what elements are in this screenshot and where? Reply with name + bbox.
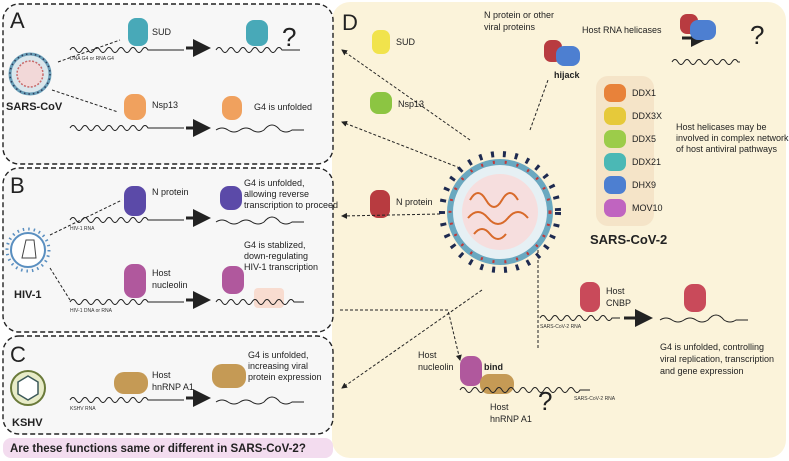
hijack-helicase-icon [556,46,580,66]
helicase-note-1: Host helicases may be [676,122,767,132]
b-row2-result-1: G4 is stablized, [244,240,306,250]
sars-cov-2-label: SARS-CoV-2 [590,232,667,247]
a-question-mark: ? [282,22,296,52]
d-hijack-label: hijack [554,70,581,80]
c-rna: KSHV RNA [70,406,96,412]
panel-a-letter: A [10,8,25,33]
helicase-ddx5-icon [604,130,626,148]
c-result-3: protein expression [248,372,322,382]
d-nucleolin-1: Host [418,350,437,360]
helicase-ddx3x-label: DDX3X [632,111,662,121]
panel-d-background [332,2,786,458]
b-row2-result-2: down-regulating [244,251,308,261]
helicase-ddx21-icon [604,153,626,171]
hiv-label: HIV-1 [14,289,42,301]
hnrnp-kshv-bound-icon [212,364,246,388]
cnbp-result-icon [684,284,706,312]
helicase-note-2: involved in complex network [676,133,789,143]
nsp13-protein-icon [124,94,146,120]
sars-cov-label: SARS-CoV [6,101,63,113]
nucleolin-hiv-bound-icon [222,266,244,294]
sars-cov-virus-icon [8,52,52,96]
b-row1-result-3: transcription to proceed [244,200,338,210]
d-cnbp-result-2: viral replication, transcription [660,354,774,364]
c-protein-2: hnRNP A1 [152,382,194,392]
nsp13-label-a: Nsp13 [152,100,178,110]
d-hijack-source-2: viral proteins [484,22,536,32]
d-nsp13-label: Nsp13 [398,99,424,109]
sud-bound-icon [246,20,268,46]
b-row1-rna: HIV-1 RNA [70,226,95,232]
d-nucleolin-2: nucleolin [418,362,454,372]
nucleolin-hiv-icon [124,264,146,298]
panel-d: D SUD Nsp13 N protein SARS-CoV-2 N prote… [340,10,789,424]
c-result-1: G4 is unfolded, [248,350,309,360]
kshv-label: KSHV [12,417,43,429]
helicase-mov10-icon [604,199,626,217]
g4-stabilized-highlight [254,288,284,308]
a-result: G4 is unfolded [254,102,312,112]
cnbp-icon [580,282,600,312]
d-cnbp-rna: SARS-CoV-2 RNA [540,324,582,330]
panel-b-letter: B [10,173,25,198]
helicase-dhx9-label: DHX9 [632,180,656,190]
helicase-ddx1-icon [604,84,626,102]
hiv-virus-icon [5,227,51,273]
d-cnbp-1: Host [606,286,625,296]
a-rna-label: DNA G4 or RNA G4 [70,56,114,62]
footer-question: Are these functions same or different in… [10,443,306,455]
helicase-dhx9-icon [604,176,626,194]
c-protein-1: Host [152,370,171,380]
b-row2-protein-2: nucleolin [152,280,188,290]
helicase-ddx5-label: DDX5 [632,134,656,144]
b-row2-rna: HIV-1 DNA or RNA [70,308,113,314]
panel-d-letter: D [342,10,358,35]
n-protein-hiv-bound-icon [220,186,242,210]
d-cnbp-2: CNBP [606,298,631,308]
n-protein-cov2-icon [370,190,390,218]
d-nprotein-label: N protein [396,197,433,207]
d-hnrnp-1: Host [490,402,509,412]
nsp13-cov2-icon [370,92,392,114]
b-row1-result-1: G4 is unfolded, [244,178,305,188]
d-bind-rna: SARS-CoV-2 RNA [574,396,616,402]
sud-label: SUD [152,27,172,37]
footer-question-box [3,438,333,458]
sud-protein-icon [128,18,148,46]
panel-c-letter: C [10,342,26,367]
b-row1-protein: N protein [152,187,189,197]
d-sud-label: SUD [396,37,416,47]
n-protein-hiv-icon [124,186,146,216]
d-cnbp-result-1: G4 is unfolded, controlling [660,342,764,352]
d-cnbp-result-3: and gene expression [660,366,744,376]
helicase-mov10-label: MOV10 [632,203,663,213]
panel-a: A SARS-CoV SUD DNA G4 or RNA G4 ? Nsp13 … [2,3,334,165]
panel-c: C KSHV Host hnRNP A1 KSHV RNA G4 is unfo… [2,335,334,435]
helicase-ddx21-label: DDX21 [632,157,661,167]
helicase-ddx1-label: DDX1 [632,88,656,98]
d-hijack-source-1: N protein or other [484,10,554,20]
d-hnrnp-2: hnRNP A1 [490,414,532,424]
helicase-note-3: of host antiviral pathways [676,144,778,154]
c-result-2: increasing viral [248,361,308,371]
panel-b: B HIV-1 N protein HIV-1 RNA G4 is unfold… [2,167,338,333]
d-host-helicases-label: Host RNA helicases [582,25,662,35]
helicase-ddx3x-icon [604,107,626,125]
b-row2-result-3: HIV-1 transcription [244,262,318,272]
sud-cov2-icon [372,30,390,54]
b-row1-result-2: allowing reverse [244,189,309,199]
nucleolin-cov2-icon [460,356,482,386]
kshv-virus-icon [10,370,46,406]
d-hijack-question: ? [750,20,764,50]
hijack-result-helicase-icon [690,20,716,40]
d-bind-question: ? [538,386,552,416]
hnrnp-kshv-icon [114,372,148,394]
hnrnp-cov2-icon [480,374,514,394]
d-bind-label: bind [484,362,503,372]
b-row2-protein-1: Host [152,268,171,278]
sars-cov-2-virion-icon [439,151,561,273]
nsp13-bound-icon [222,96,242,120]
